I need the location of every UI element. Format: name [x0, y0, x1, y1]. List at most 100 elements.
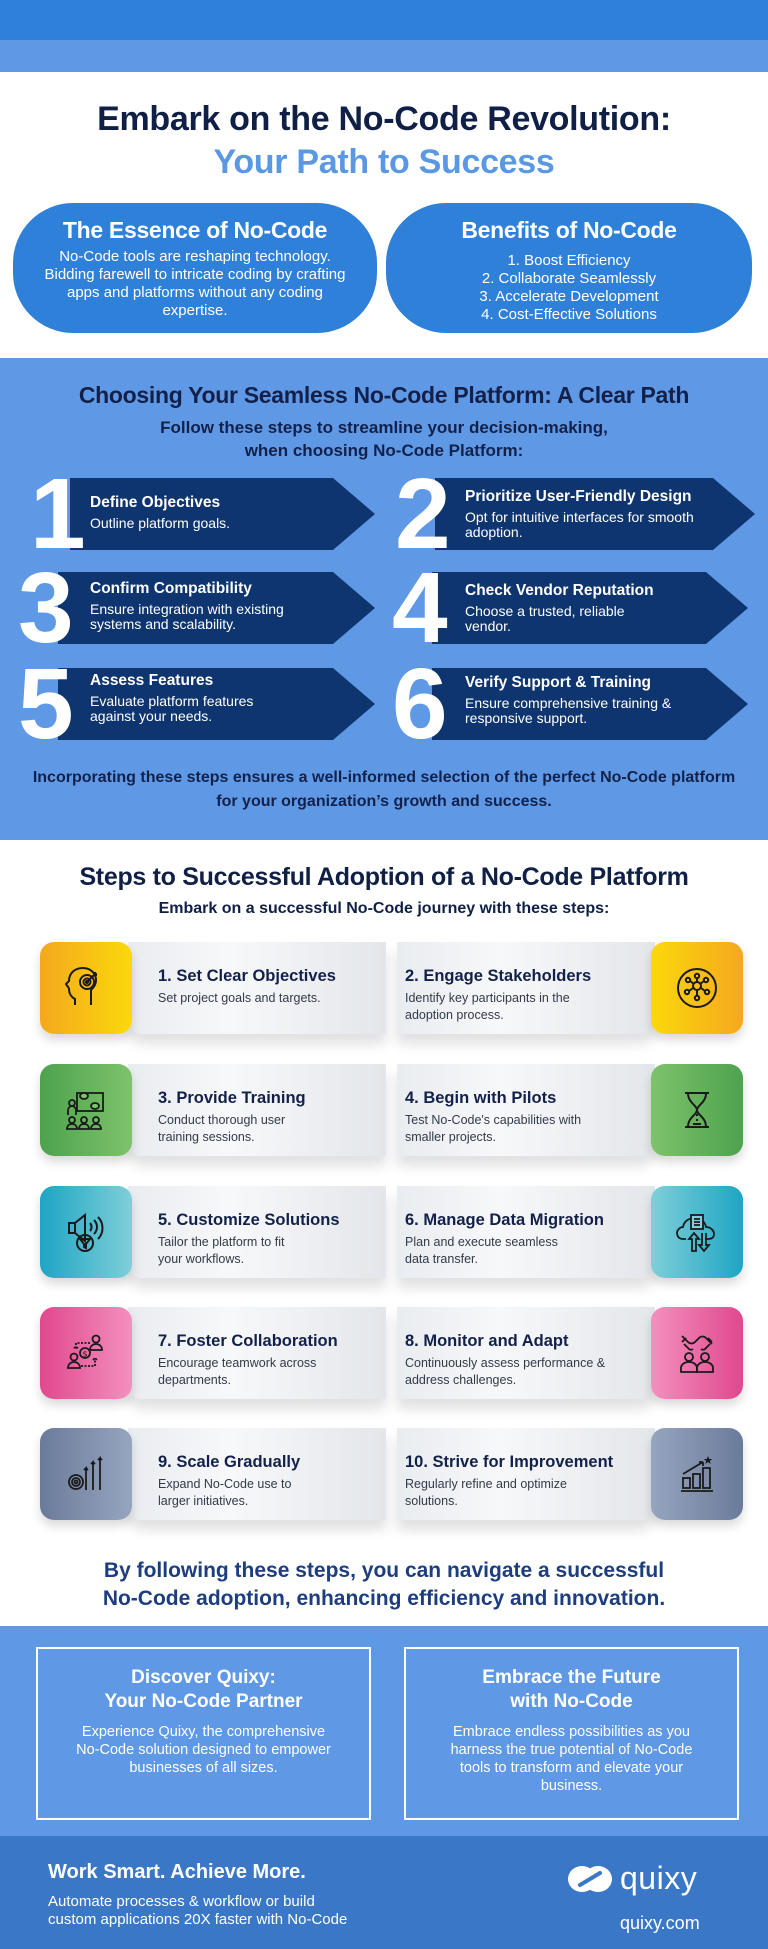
promo-section: Discover Quixy:Your No-Code Partner Expe…: [0, 1626, 768, 1836]
card-desc: Test No-Code's capabilities with smaller…: [405, 1113, 582, 1144]
step-title: Prioritize User-Friendly Design: [465, 488, 692, 505]
adoption-card-6: 6. Manage Data Migration Plan and execut…: [397, 1186, 743, 1278]
step-desc: Choose a trusted, reliable vendor.: [465, 603, 625, 634]
card-body: [128, 1307, 386, 1399]
choosing-subtitle: Follow these steps to streamline your de…: [0, 416, 768, 462]
chevron-arrow-shape: [58, 668, 375, 740]
quixy-logo[interactable]: quixy: [566, 1860, 697, 1897]
promo-title-line: with No-Code: [510, 1691, 633, 1712]
step-number: 5: [18, 648, 74, 760]
card-desc: Encourage teamwork across departments.: [158, 1356, 317, 1387]
megaphone-filter-icon: [40, 1186, 132, 1278]
essence-title: The Essence of No-Code: [62, 217, 328, 243]
card-body: [397, 942, 655, 1034]
step-number: 2: [395, 458, 451, 570]
handshake-team-icon: [651, 1307, 743, 1399]
card-body: [128, 942, 386, 1034]
adoption-card-4: 4. Begin with Pilots Test No-Code's capa…: [397, 1064, 743, 1156]
card-desc: Expand No-Code use to larger initiatives…: [158, 1477, 292, 1508]
step-title: Check Vendor Reputation: [465, 582, 654, 599]
card-desc: Regularly refine and optimize solutions.: [405, 1477, 567, 1508]
card-body: [397, 1064, 655, 1156]
card-desc: Tailor the platform to fit your workflow…: [158, 1235, 285, 1266]
head-target-icon: [40, 942, 132, 1034]
growth-arrows-icon: [40, 1428, 132, 1520]
adoption-card-1: 1. Set Clear Objectives Set project goal…: [40, 942, 386, 1034]
footer-description: Automate processes & workflow or build c…: [48, 1893, 347, 1929]
adoption-card-5: 5. Customize Solutions Tailor the platfo…: [40, 1186, 386, 1278]
benefits-title: Benefits of No-Code: [461, 217, 677, 243]
card-title: 10. Strive for Improvement: [405, 1453, 614, 1471]
card-title: 6. Manage Data Migration: [405, 1211, 604, 1229]
page-title: Embark on the No-Code Revolution:: [97, 100, 671, 138]
adoption-closing: By following these steps, you can naviga…: [0, 1557, 768, 1613]
closing-line: No-Code adoption, enhancing efficiency a…: [102, 1587, 666, 1610]
adoption-card-10: 10. Strive for Improvement Regularly ref…: [397, 1428, 743, 1520]
adoption-title: Steps to Successful Adoption of a No-Cod…: [79, 863, 689, 891]
closing-line: By following these steps, you can naviga…: [103, 1559, 665, 1582]
step-title: Define Objectives: [90, 494, 221, 511]
card-title: 8. Monitor and Adapt: [405, 1332, 569, 1350]
step-number: 4: [392, 552, 448, 664]
website-link[interactable]: quixy.com: [620, 1913, 700, 1933]
step-desc: Opt for intuitive interfaces for smooth …: [465, 509, 694, 540]
step-desc: Ensure comprehensive training & responsi…: [465, 695, 672, 726]
step-desc: Ensure integration with existing systems…: [90, 601, 284, 632]
chevron-arrow-shape: [432, 668, 748, 740]
choosing-subtitle-line: Follow these steps to streamline your de…: [160, 418, 608, 437]
card-body: [397, 1428, 655, 1520]
top-banner-dark: [0, 0, 768, 40]
promo-title-line: Your No-Code Partner: [104, 1691, 303, 1712]
chevron-arrow-shape: [432, 572, 748, 644]
step-desc: Outline platform goals.: [90, 515, 231, 531]
card-title: 1. Set Clear Objectives: [158, 967, 336, 985]
promo-title-line: Embrace the Future: [482, 1667, 661, 1688]
essence-text: No-Code tools are reshaping technology. …: [44, 248, 346, 319]
promo-title-line: Discover Quixy:: [131, 1667, 276, 1688]
network-circle-icon: [651, 942, 743, 1034]
card-desc: Identify key participants in the adoptio…: [405, 991, 570, 1022]
quixy-logo-icon: [568, 1865, 612, 1892]
choosing-section: Choosing Your Seamless No-Code Platform:…: [0, 358, 768, 840]
choosing-footer-text: Incorporating these steps ensures a well…: [32, 769, 736, 810]
benefit-item: 3. Accelerate Development: [479, 288, 659, 305]
card-title: 3. Provide Training: [158, 1089, 306, 1107]
benefit-item: 1. Boost Efficiency: [507, 252, 631, 269]
promo-title: Discover Quixy: Your No-Code Partner: [38, 1666, 369, 1714]
step-number: 1: [30, 458, 86, 570]
card-title: 7. Foster Collaboration: [158, 1332, 338, 1350]
benefit-item: 4. Cost-Effective Solutions: [481, 306, 657, 323]
essence-panel: The Essence of No-Code No-Code tools are…: [13, 203, 377, 333]
step-title: Assess Features: [90, 672, 214, 689]
card-desc: Plan and execute seamless data transfer.: [405, 1235, 558, 1266]
benefits-panel: Benefits of No-Code 1. Boost Efficiency …: [386, 203, 752, 333]
page-subtitle: Your Path to Success: [213, 143, 555, 181]
card-desc: Conduct thorough user training sessions.: [158, 1113, 286, 1144]
choosing-subtitle-line: when choosing No-Code Platform:: [244, 441, 524, 460]
footer-desc-line: Automate processes & workflow or build: [48, 1893, 315, 1910]
adoption-card-8: 8. Monitor and Adapt Continuously assess…: [397, 1307, 743, 1399]
top-banner-light: [0, 40, 768, 72]
step-desc: Evaluate platform features against your …: [90, 693, 254, 724]
footer: Work Smart. Achieve More. Automate proce…: [0, 1836, 768, 1949]
card-desc: Continuously assess performance & addres…: [405, 1356, 606, 1387]
card-title: 5. Customize Solutions: [158, 1211, 340, 1229]
step-number: 3: [18, 552, 74, 664]
card-body: [128, 1064, 386, 1156]
footer-desc-line: custom applications 20X faster with No-C…: [48, 1911, 348, 1928]
training-presentation-icon: [40, 1064, 132, 1156]
discover-quixy-box: Discover Quixy:Your No-Code Partner Expe…: [36, 1647, 371, 1820]
footer-tagline: Work Smart. Achieve More.: [48, 1861, 306, 1883]
step-number: 6: [392, 648, 448, 760]
choosing-title: Choosing Your Seamless No-Code Platform:…: [78, 382, 690, 408]
brand-name: quixy: [620, 1860, 698, 1896]
card-body: [397, 1186, 655, 1278]
card-body: [397, 1307, 655, 1399]
cloud-transfer-icon: [651, 1186, 743, 1278]
chevron-arrow-shape: [58, 572, 375, 644]
